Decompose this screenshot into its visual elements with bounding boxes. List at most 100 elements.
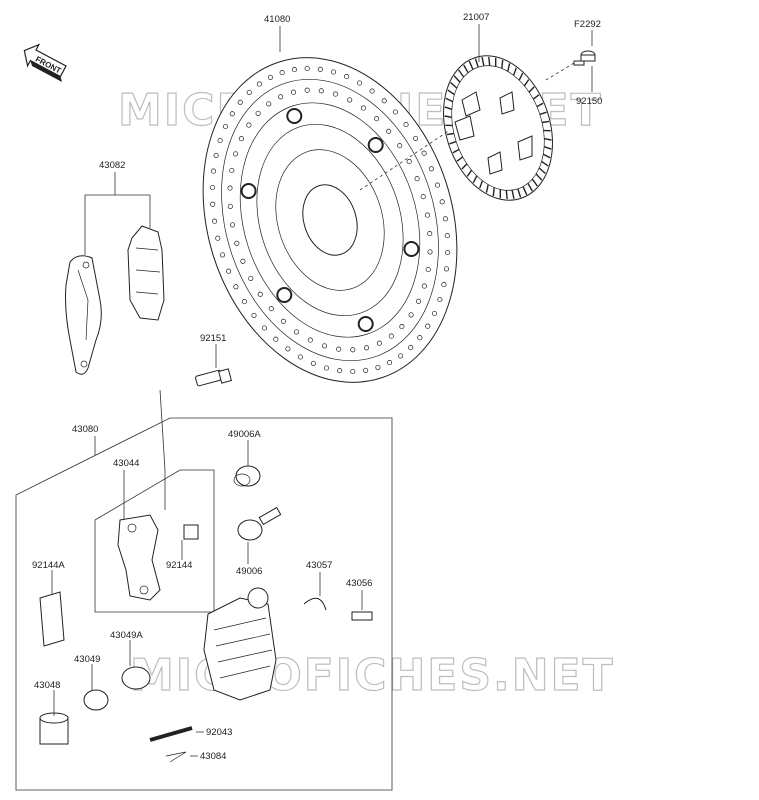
caliper-bolt (195, 368, 232, 387)
disc-hole (229, 167, 235, 174)
disc-hole (375, 364, 381, 370)
disc-hole (209, 184, 215, 191)
rotor-slot (501, 59, 504, 69)
disc-hole (369, 88, 375, 94)
watermark-bottom: MICROFICHES.NET (130, 650, 615, 701)
label-92144: 92144 (166, 560, 192, 571)
disc-hole (227, 203, 233, 209)
disc-hole (399, 324, 405, 330)
disc-bolt (286, 108, 303, 124)
disc-hole (330, 69, 337, 75)
disc-hole (268, 306, 274, 312)
rotor-slot (461, 163, 468, 170)
bleeder-valve (351, 611, 373, 621)
disc-hole (444, 233, 450, 239)
disc-hole (387, 360, 393, 366)
disc-hole (323, 365, 330, 371)
disc-hole (210, 201, 216, 207)
disc-hole (357, 80, 363, 86)
disc-hole (360, 105, 367, 111)
rotor-slot (466, 169, 473, 177)
disc-bolt (367, 137, 384, 153)
rotor-slot (445, 97, 454, 103)
disc-hole (437, 296, 443, 303)
pad-spring-clip (183, 524, 199, 540)
disc-hole (219, 252, 226, 258)
brake-pads (65, 225, 165, 375)
disc-hole (388, 333, 394, 339)
disc-hole (439, 199, 445, 205)
disc-hole (280, 318, 286, 324)
rotor-slot (527, 182, 533, 192)
pin-clip (165, 751, 187, 763)
label-21007: 21007 (463, 12, 489, 23)
disc-hole (421, 150, 427, 156)
label-43049a: 43049A (110, 630, 143, 641)
disc-hole (427, 231, 433, 237)
rotor-slot (511, 189, 515, 200)
disc-hole (246, 122, 252, 128)
rotor-slot (532, 94, 540, 100)
label-43056: 43056 (346, 578, 372, 589)
label-49006a: 49006A (228, 429, 261, 440)
disc-hole (403, 122, 409, 128)
disc-hole (408, 312, 414, 318)
rotor-slot (450, 81, 458, 89)
disc-hole (273, 336, 279, 342)
disc-hole (267, 74, 273, 80)
rotor-slot (543, 146, 552, 150)
disc-hole (317, 66, 323, 72)
disc-hole (398, 353, 404, 359)
rotor-slot (488, 56, 491, 66)
caliper-bracket (117, 514, 161, 601)
caliper-body (203, 587, 277, 701)
disc-hole (374, 116, 380, 122)
disc-hole (233, 151, 239, 157)
label-92144a: 92144A (32, 560, 65, 571)
rotor-slot (528, 86, 535, 93)
disc-hole (307, 337, 313, 343)
disc-hole (261, 325, 268, 331)
disc-bolt (403, 241, 420, 257)
disc-hole (425, 266, 431, 273)
disc-hole (336, 346, 342, 352)
disc-hole (442, 216, 448, 222)
disc-hole (241, 299, 247, 305)
disc-hole (347, 97, 353, 103)
rotor-slot (505, 190, 508, 200)
rotor-slot (538, 167, 546, 175)
rotor-slot (474, 58, 479, 68)
rotor-slot (544, 138, 552, 141)
rotor-slot (518, 72, 524, 81)
pad-spring (39, 591, 65, 647)
label-43048: 43048 (34, 680, 60, 691)
rotor-slot (507, 63, 511, 72)
disc-hole (332, 91, 339, 97)
disc-hole (425, 323, 431, 329)
disc-hole (226, 268, 232, 274)
disc-hole (350, 347, 356, 353)
rotor-slot (517, 188, 522, 198)
rotor-slot (458, 69, 465, 78)
disc-hole (363, 367, 369, 373)
boot-lower (237, 506, 282, 541)
disc-hole (238, 136, 244, 142)
disc-hole (427, 249, 433, 255)
disc-hole (310, 360, 316, 366)
disc-hole (304, 87, 310, 93)
disc-hole (255, 110, 261, 116)
label-41080: 41080 (264, 14, 290, 25)
disc-hole (344, 74, 350, 80)
rotor-slot (456, 156, 464, 162)
rotor-slot (468, 60, 474, 70)
disc-bolt (276, 287, 293, 303)
disc-hole (227, 185, 233, 191)
label-92151: 92151 (200, 333, 226, 344)
disc-hole (240, 258, 246, 264)
rotor-slot (444, 115, 452, 118)
disc-hole (246, 89, 252, 95)
disc-hole (428, 166, 434, 172)
disc-hole (431, 310, 438, 317)
label-43049: 43049 (74, 654, 100, 665)
